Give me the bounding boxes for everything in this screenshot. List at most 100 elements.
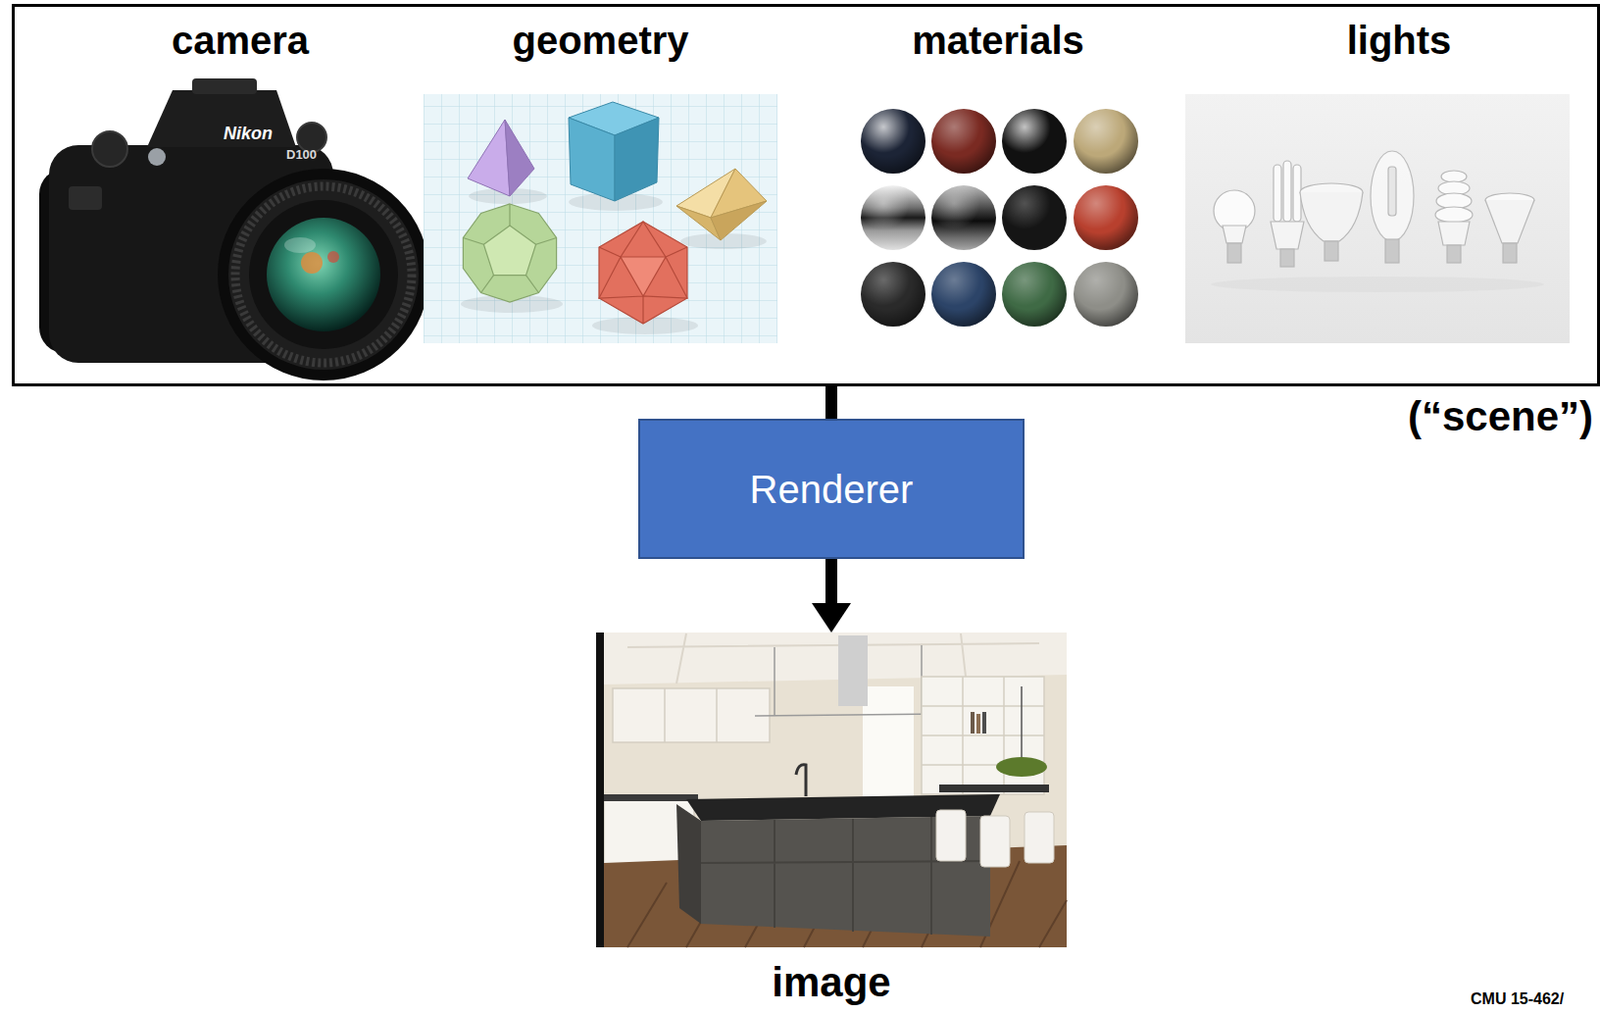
scene-part: geometry bbox=[409, 17, 792, 371]
geometry-picture-part bbox=[462, 203, 556, 294]
rendered-kitchen-part bbox=[996, 756, 1048, 777]
rendered-kitchen-part bbox=[838, 635, 868, 706]
light-bulbs-part bbox=[1185, 94, 1570, 344]
camera-picture-part bbox=[148, 148, 166, 166]
scene-part: camera bbox=[25, 17, 455, 371]
camera-picture-part bbox=[266, 217, 381, 332]
camera-picture-part bbox=[217, 168, 430, 381]
material-spheres-part bbox=[1001, 108, 1067, 174]
camera-picture bbox=[39, 78, 430, 381]
geometry-picture-part bbox=[467, 119, 510, 197]
light-bulbs-part bbox=[1385, 239, 1400, 263]
material-spheres-part bbox=[931, 261, 997, 327]
node-label: Renderer bbox=[750, 466, 914, 512]
material-spheres-part bbox=[860, 108, 926, 174]
material-spheres-part bbox=[1073, 108, 1139, 174]
geometry-picture-part bbox=[599, 221, 688, 324]
material-spheres-part bbox=[860, 185, 926, 250]
rendered-kitchen-part bbox=[980, 815, 1010, 867]
rendered-kitchen-part bbox=[603, 794, 699, 801]
scene-part: materials bbox=[827, 17, 1169, 371]
camera-picture-part bbox=[68, 186, 102, 210]
light-bulbs-part bbox=[1485, 200, 1535, 244]
light-bulbs-part bbox=[1222, 225, 1247, 244]
light-bulbs-part bbox=[1447, 245, 1461, 263]
material-spheres-part bbox=[1001, 261, 1067, 327]
geometry-picture-part bbox=[423, 94, 778, 344]
camera-picture-part bbox=[327, 250, 340, 263]
camera-picture-part bbox=[147, 90, 297, 148]
light-bulbs-part bbox=[1388, 166, 1397, 216]
material-spheres-part bbox=[931, 185, 997, 250]
rendered-kitchen-part bbox=[596, 632, 604, 948]
camera-picture-part bbox=[249, 200, 399, 350]
rendered-kitchen-part bbox=[970, 711, 975, 734]
rendered-kitchen-part bbox=[939, 784, 1050, 793]
rendered-kitchen-part bbox=[596, 632, 1067, 948]
material-spheres-part bbox=[1001, 185, 1067, 250]
material-spheres-part bbox=[931, 108, 997, 174]
light-bulbs-part bbox=[1502, 243, 1517, 263]
geometry-picture-part bbox=[568, 117, 615, 201]
light-bulbs-part bbox=[1283, 160, 1292, 222]
geometry-picture-part bbox=[614, 117, 659, 201]
camera-picture-part bbox=[92, 131, 128, 167]
course-footer: CMU 15-462/ bbox=[1470, 990, 1564, 1008]
material-spheres-part bbox=[1073, 185, 1139, 250]
rendered-kitchen-part bbox=[664, 688, 717, 743]
material-spheres-part bbox=[1073, 185, 1139, 250]
node-label: camera bbox=[25, 17, 455, 63]
light-bulbs-part bbox=[1435, 206, 1473, 223]
light-bulbs-part bbox=[1300, 192, 1363, 242]
material-spheres-part bbox=[860, 108, 926, 174]
light-bulbs-part bbox=[1210, 276, 1545, 293]
rendered-kitchen-part bbox=[976, 713, 981, 734]
rendered-kitchen-part bbox=[754, 645, 942, 716]
light-bulbs bbox=[1185, 94, 1570, 344]
rendered-kitchen-part bbox=[862, 686, 914, 797]
model-mark: D100 bbox=[286, 147, 317, 162]
brand-mark: Nikon bbox=[223, 123, 273, 145]
geometry-picture-part bbox=[483, 225, 536, 276]
light-bulbs-part bbox=[1324, 241, 1339, 261]
output-image: image bbox=[596, 632, 1067, 948]
node-label: (“scene”) bbox=[1407, 393, 1594, 441]
material-spheres-part bbox=[1001, 185, 1067, 250]
material-spheres bbox=[860, 108, 1139, 327]
material-spheres-part bbox=[1001, 108, 1067, 174]
light-bulbs-part bbox=[1441, 170, 1467, 183]
light-bulbs-part bbox=[1370, 150, 1414, 242]
rendered-kitchen-part bbox=[796, 764, 806, 797]
flow-arrow bbox=[825, 386, 838, 419]
geometry-picture-part bbox=[710, 200, 767, 241]
geometry-picture-part bbox=[620, 256, 666, 297]
material-spheres-part bbox=[931, 185, 997, 250]
material-spheres-part bbox=[931, 261, 997, 327]
light-bulbs-part bbox=[1227, 243, 1242, 263]
scene-box: (“scene”)camerageometrymaterialslights bbox=[11, 3, 1600, 387]
material-spheres-part bbox=[1073, 108, 1139, 174]
node-label: materials bbox=[827, 17, 1169, 63]
camera-picture-part bbox=[300, 251, 323, 274]
camera-picture-part bbox=[235, 186, 412, 363]
geometry-picture-part bbox=[423, 94, 778, 344]
geometry-picture bbox=[423, 94, 778, 344]
camera-picture-part bbox=[228, 179, 419, 370]
rendered-kitchen-part bbox=[1024, 811, 1054, 863]
rendered-kitchen-part bbox=[982, 711, 987, 734]
rendered-kitchen bbox=[596, 632, 1067, 948]
node-label: geometry bbox=[409, 17, 792, 63]
material-spheres-part bbox=[860, 261, 926, 327]
scene-part: lights bbox=[1191, 17, 1600, 371]
light-bulbs-part bbox=[1273, 164, 1282, 222]
material-spheres-part bbox=[860, 261, 926, 327]
material-spheres-part bbox=[1001, 261, 1067, 327]
material-spheres-part bbox=[860, 185, 926, 250]
light-bulbs-part bbox=[1270, 221, 1304, 250]
camera-picture-part bbox=[192, 78, 257, 95]
geometry-picture-part bbox=[599, 221, 688, 324]
geometry-picture-part bbox=[462, 203, 556, 302]
material-spheres-part bbox=[931, 261, 997, 327]
rendered-kitchen-part bbox=[921, 676, 1045, 795]
material-spheres-part bbox=[1001, 261, 1067, 327]
